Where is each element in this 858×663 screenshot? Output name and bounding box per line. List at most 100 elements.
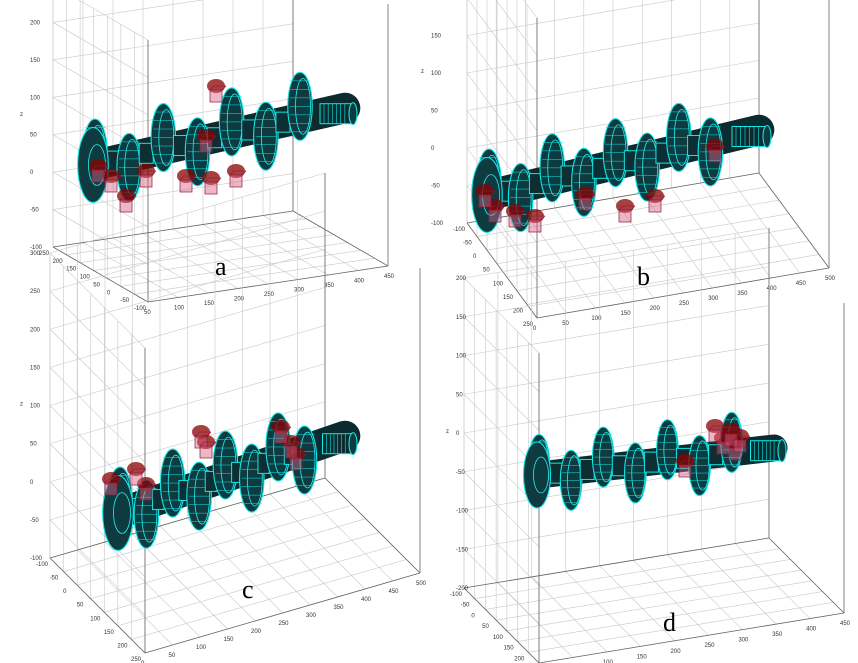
shaft-end: [762, 124, 772, 149]
axis-edge: [768, 537, 845, 614]
z-tick-label: 100: [456, 354, 467, 360]
floor-grid-line: [485, 559, 791, 610]
voxel-edge: [289, 453, 295, 459]
floor-grid-line: [77, 504, 353, 586]
voxel-edge: [488, 205, 494, 211]
x-tick-label: 350: [324, 283, 335, 289]
z-tick-label: 50: [431, 109, 438, 115]
wall-grid-line: [468, 0, 538, 94]
floor-grid-line: [516, 240, 810, 292]
panel-c: 050100150200250300350400450500-100-50050…: [0, 172, 429, 663]
voxel-edge: [708, 145, 714, 151]
voxel-edge: [139, 483, 145, 489]
z-tick-label: 0: [30, 170, 34, 176]
z-tick-label: -50: [431, 184, 440, 190]
y-tick-label: 200: [53, 259, 64, 265]
voxel-edge: [284, 441, 290, 447]
axis-edge: [536, 267, 830, 319]
crankshaft-mesh: [522, 411, 788, 511]
voxel-edge: [194, 431, 200, 437]
floor-grid-line: [671, 187, 742, 284]
z-axis-label: z: [20, 402, 23, 408]
axis-edge: [144, 572, 421, 654]
voxel-edge: [618, 205, 624, 211]
y-tick-label: 150: [66, 267, 77, 273]
voxel-edge: [520, 210, 526, 216]
voxel-edge: [740, 443, 746, 449]
x-tick-label: 150: [637, 654, 648, 660]
x-tick-label: 200: [251, 629, 262, 635]
wall-grid-line: [52, 171, 149, 228]
voxel-edge: [206, 431, 212, 437]
x-tick-label: 350: [737, 291, 748, 297]
voxel-cube: [139, 487, 153, 501]
voxel-edge: [229, 170, 235, 176]
floor-grid-line: [90, 518, 366, 600]
wall-grid-line: [463, 305, 770, 356]
panel-label-c: c: [242, 575, 254, 604]
voxel-edge: [490, 190, 496, 196]
z-axis-label: z: [446, 429, 449, 435]
wall-grid-line: [495, 0, 538, 56]
x-tick-label: 200: [671, 649, 682, 655]
z-tick-label: 50: [456, 392, 463, 398]
floor-grid-line: [734, 543, 811, 619]
floor-grid-line: [612, 197, 684, 294]
voxel-edge: [141, 468, 147, 474]
floor-grid-line: [131, 559, 407, 640]
voxel-edge: [648, 195, 654, 201]
voxel-edge: [296, 441, 302, 447]
floor-grid-line: [77, 549, 173, 646]
axis-edge: [49, 477, 326, 559]
x-tick-label: 100: [591, 316, 602, 322]
voxel-cube: [199, 445, 213, 459]
z-tick-label: -200: [456, 586, 469, 592]
voxel-edge: [745, 435, 751, 441]
voxel-edge: [191, 175, 197, 181]
x-tick-label: 50: [169, 653, 176, 659]
floor-grid-line: [297, 485, 393, 582]
y-tick-label: 100: [493, 635, 504, 641]
x-tick-label: 0: [141, 661, 145, 663]
voxel-cube: [508, 214, 522, 228]
voxel-edge: [630, 205, 636, 211]
y-tick-label: 200: [117, 643, 128, 649]
voxel-cube: [708, 429, 722, 443]
voxel-cube: [478, 194, 492, 208]
voxel-cube: [528, 219, 542, 233]
voxel-edge: [116, 478, 122, 484]
x-tick-label: 100: [196, 645, 207, 651]
z-tick-label: 50: [30, 133, 37, 139]
floor-grid-line: [497, 582, 574, 658]
z-tick-label: -50: [30, 518, 39, 524]
floor-grid-line: [496, 213, 790, 265]
floor-grid-line: [242, 501, 338, 598]
floor-grid-line: [232, 219, 329, 276]
voxel-edge: [119, 195, 125, 201]
voxel-edge: [690, 460, 696, 466]
x-tick-label: 400: [354, 279, 365, 285]
wall-grid-line: [463, 316, 540, 392]
floor-grid-line: [63, 491, 339, 572]
x-tick-label: 300: [294, 288, 305, 294]
floor-grid-line: [214, 509, 311, 606]
voxel-cube: [578, 197, 592, 211]
floor-grid-line: [496, 569, 802, 621]
voxel-edge: [131, 195, 137, 201]
voxel-edge: [104, 478, 110, 484]
voxel-edge: [716, 437, 722, 443]
z-tick-label: 200: [30, 20, 41, 26]
voxel-edge: [578, 193, 584, 199]
x-tick-label: 0: [533, 326, 537, 332]
voxel-edge: [508, 210, 514, 216]
z-tick-label: -100: [30, 556, 43, 562]
x-tick-label: 250: [279, 621, 290, 627]
floor-grid-line: [599, 565, 675, 641]
y-tick-label: 50: [483, 268, 490, 274]
axis-edge: [538, 612, 845, 663]
voxel-edge: [151, 483, 157, 489]
voxel-edge: [720, 425, 726, 431]
voxel-edge: [104, 175, 110, 181]
z-tick-label: 150: [456, 315, 467, 321]
floor-grid-line: [700, 182, 771, 279]
